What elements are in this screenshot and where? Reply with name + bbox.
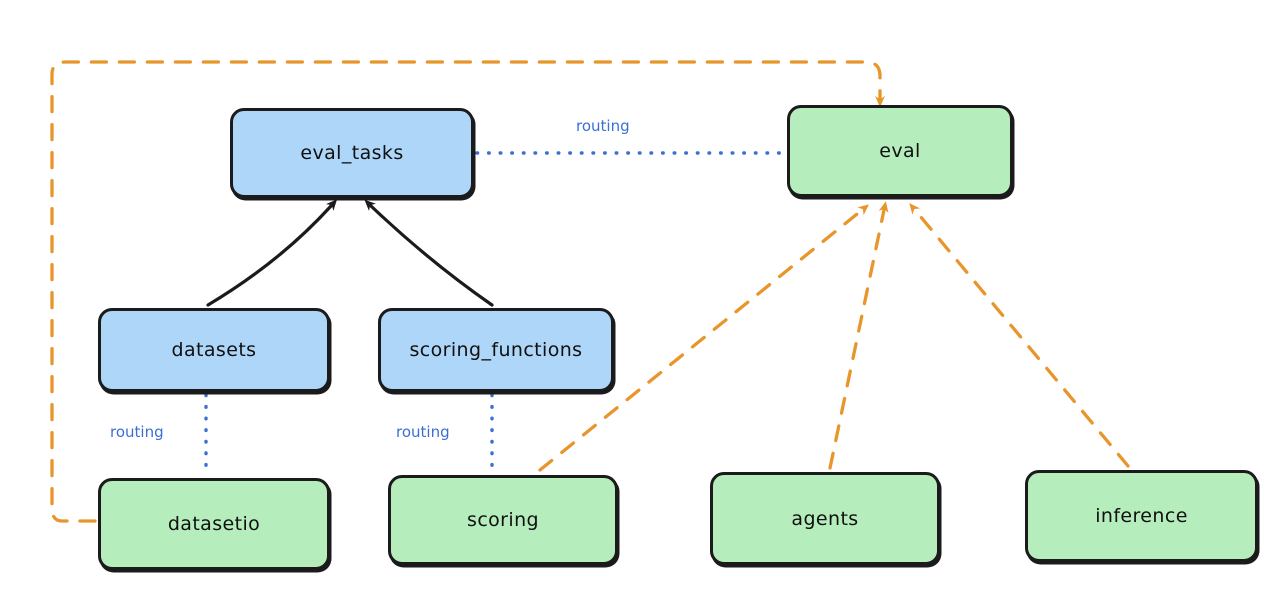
node-label-eval: eval (879, 140, 921, 162)
node-inference[interactable]: inference (1025, 470, 1258, 562)
edge-label-routing-scoring-functions-scoring: routing (396, 423, 450, 441)
node-label-eval-tasks: eval_tasks (300, 142, 404, 164)
node-scoring-functions[interactable]: scoring_functions (378, 308, 614, 392)
node-eval[interactable]: eval (787, 105, 1013, 197)
edge-datasetio-to-eval (50, 60, 885, 523)
node-scoring[interactable]: scoring (388, 475, 618, 565)
edge-scoring-functions-to-eval-tasks (364, 199, 494, 307)
node-label-agents: agents (791, 507, 859, 530)
edge-scoring-to-eval (538, 204, 870, 472)
edge-label-routing-datasets-datasetio: routing (110, 423, 164, 441)
node-label-scoring: scoring (467, 509, 539, 531)
edge-datasets-to-eval-tasks (206, 199, 338, 307)
node-eval-tasks[interactable]: eval_tasks (230, 108, 474, 198)
node-agents[interactable]: agents (710, 472, 940, 565)
node-datasetio[interactable]: datasetio (98, 478, 330, 570)
edge-agents-to-eval (828, 201, 889, 470)
node-datasets[interactable]: datasets (98, 308, 330, 392)
edge-inference-to-eval (909, 203, 1130, 468)
node-label-datasets: datasets (171, 339, 257, 361)
node-label-scoring-functions: scoring_functions (409, 339, 583, 361)
edge-label-routing-eval-tasks-eval: routing (576, 117, 630, 135)
node-label-datasetio: datasetio (167, 513, 261, 535)
node-label-inference: inference (1095, 505, 1188, 527)
